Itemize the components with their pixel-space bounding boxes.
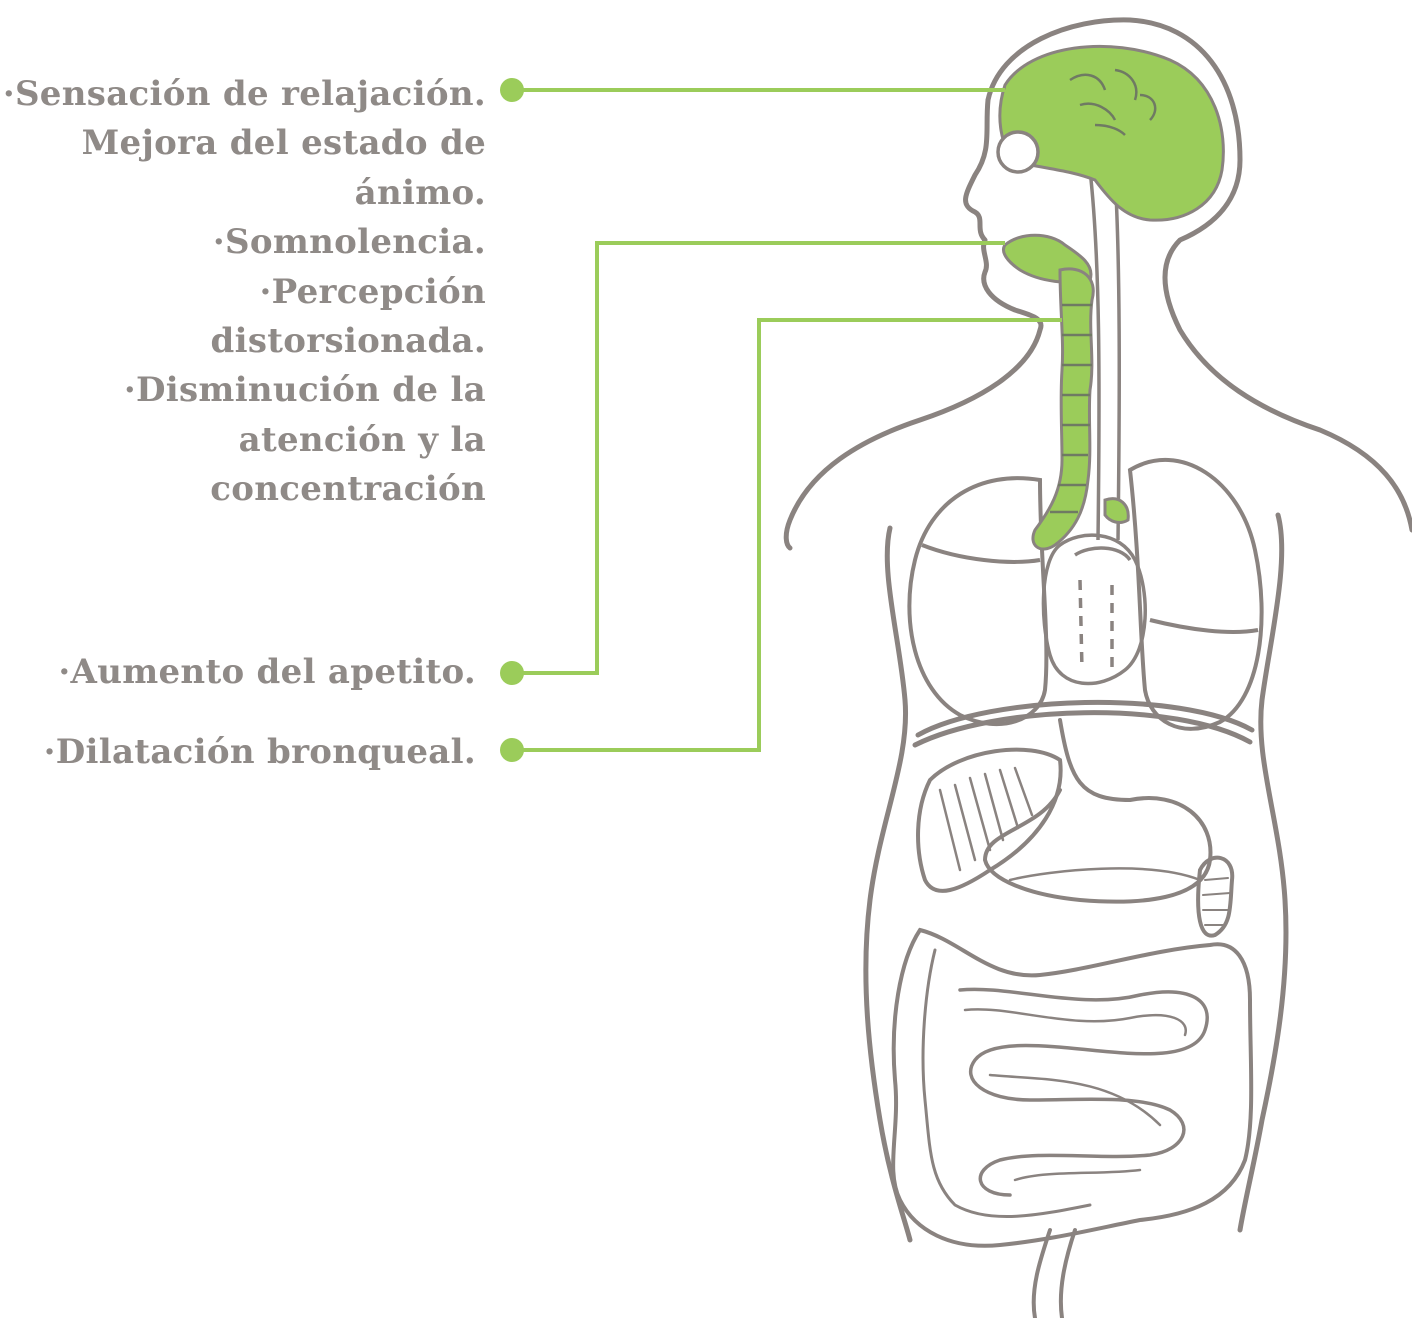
callout-lines (512, 90, 1062, 750)
callout-dot-brain (500, 78, 524, 102)
callout-dot-bronchial (500, 738, 524, 762)
ear-circle (998, 132, 1038, 172)
trachea (1090, 170, 1119, 540)
callout-dots (500, 78, 524, 762)
body-outline (786, 20, 1412, 1240)
heart (1043, 535, 1145, 683)
callout-dot-appetite (500, 661, 524, 685)
digestive-organs (893, 720, 1251, 1318)
brain-highlight (1000, 46, 1223, 220)
highlighted-organs (998, 46, 1223, 549)
